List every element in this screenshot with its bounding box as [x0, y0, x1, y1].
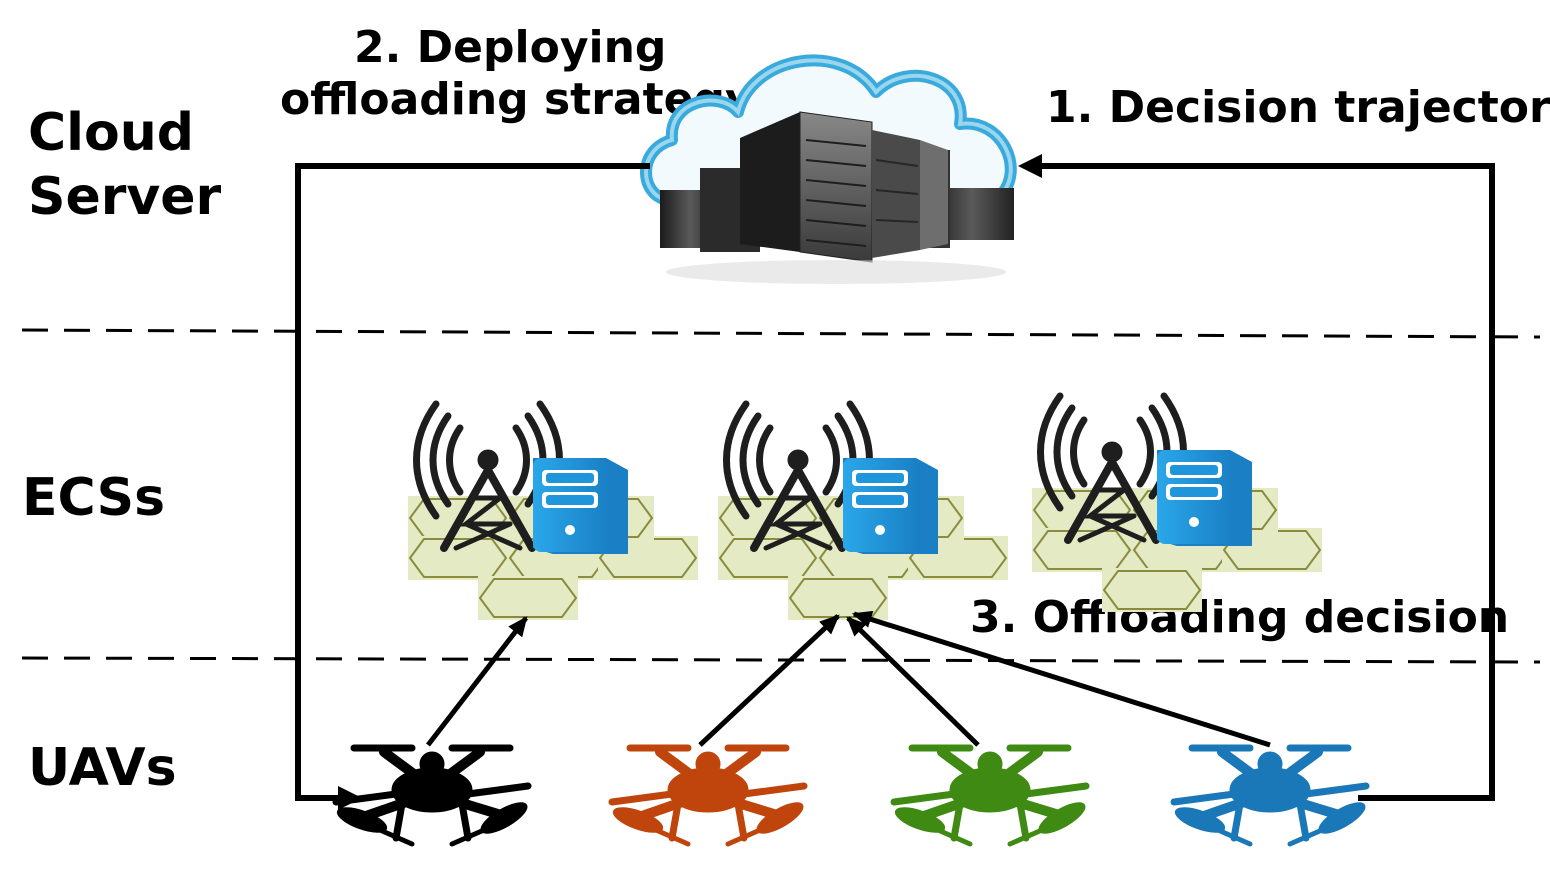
drone-icon-uav-2	[610, 748, 807, 844]
step-decision-trajectory: 1. Decision trajectory	[1046, 82, 1550, 133]
offloading-arrows	[426, 610, 1271, 748]
layer-label-uavs: UAVs	[28, 738, 177, 798]
step-offloading-decision: 3. Offloading decision	[970, 592, 1509, 643]
step-deploying-line1: 2. Deploying	[354, 22, 666, 73]
ecs-station-1	[408, 404, 698, 620]
layer-label-server: Server	[28, 167, 222, 227]
layer-divider-top	[21, 328, 1541, 339]
cloud-server-icon	[640, 54, 1017, 284]
ecs-station-3	[1032, 396, 1322, 612]
deploy-loop-arrow	[295, 163, 650, 801]
drone-icon-uav-3	[892, 748, 1089, 844]
drone-icon-uav-4	[1172, 748, 1369, 844]
layer-label-ecs: ECSs	[22, 468, 165, 528]
drone-icon-uav-1	[334, 748, 531, 844]
decision-trajectory-arrow	[1040, 163, 1495, 801]
layer-label-cloud: Cloud	[28, 103, 194, 163]
ecs-station-2	[718, 404, 1008, 620]
layer-divider-bottom	[21, 656, 1541, 664]
